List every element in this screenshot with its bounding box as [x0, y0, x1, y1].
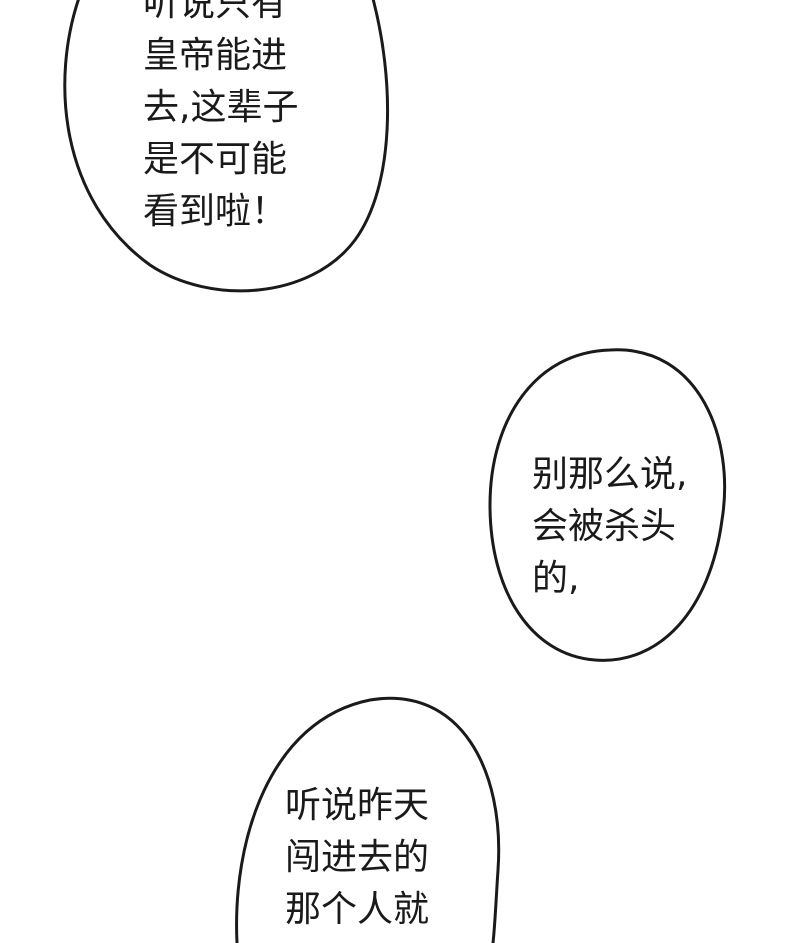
bubble-2-line-3: 的, — [532, 558, 580, 599]
bubble-2-line-1: 别那么说, — [532, 454, 688, 495]
bubble-1-line-2: 皇帝能进 — [143, 35, 288, 76]
speech-bubble-2-text: 别那么说, 会被杀头 的, — [532, 449, 687, 605]
bubble-3-line-3: 那个人就 — [285, 889, 430, 930]
bubble-1-line-5: 看到啦！ — [143, 191, 288, 232]
bubble-1-line-1: 听说只有 — [143, 0, 288, 24]
bubble-2-line-2: 会被杀头 — [532, 506, 677, 547]
bubble-1-line-3: 去,这辈子 — [143, 87, 299, 128]
bubble-3-line-2: 闯进去的 — [285, 837, 430, 878]
speech-bubble-1-text: 听说只有 皇帝能进 去,这辈子 是不可能 看到啦！ — [143, 0, 298, 238]
bubble-3-line-1: 听说昨天 — [285, 785, 430, 826]
bubble-1-line-4: 是不可能 — [143, 139, 288, 180]
speech-bubble-3-text: 听说昨天 闯进去的 那个人就 — [285, 780, 429, 936]
